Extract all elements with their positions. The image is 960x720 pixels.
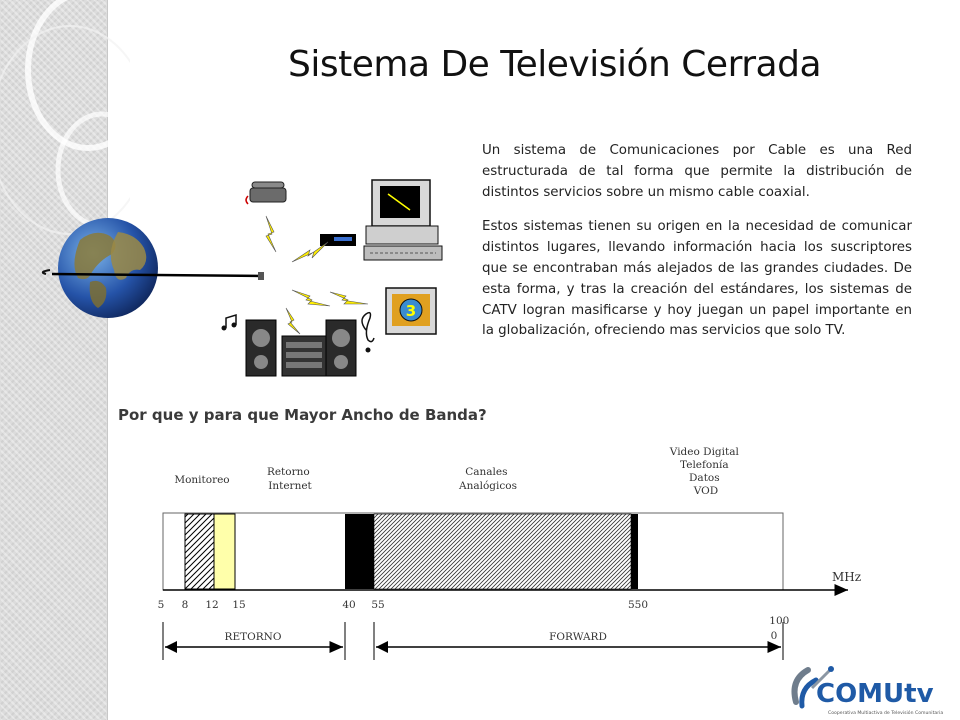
tv-channel-number: 3 (406, 302, 416, 320)
label-retorno-internet: Retorno Internet (267, 466, 313, 492)
comutv-logo: COMUtv Cooperativa Multiactiva de Televi… (791, 666, 943, 716)
label-vod: VOD (693, 485, 718, 497)
retorno-label: RETORNO (225, 631, 282, 643)
tick-label-15: 15 (232, 599, 245, 611)
intro-paragraph-2: Estos sistemas tienen su origen en la ne… (482, 219, 912, 339)
label-monitoreo: Monitoreo (174, 474, 229, 486)
left-decor-strip (0, 0, 107, 720)
set-top-box-icon (320, 234, 356, 246)
tick-label-55: 55 (371, 599, 384, 611)
tick-label-1000-line1: 100 (769, 615, 789, 627)
band-analog-channels (373, 513, 632, 590)
label-internet: Internet (268, 480, 312, 492)
coax-cable (51, 272, 263, 278)
label-datos: Datos (689, 472, 720, 484)
label-video-digital: Video Digital (669, 446, 740, 458)
tick-label-550: 550 (628, 599, 648, 611)
tick-label-1000-line2: 0 (771, 630, 778, 642)
label-analogicos: Analógicos (458, 480, 517, 492)
music-note-icon (221, 313, 237, 331)
treble-clef-icon (361, 311, 375, 353)
globe-icon (41, 218, 158, 318)
label-canales-analogicos: Canales Analógicos (458, 466, 517, 492)
tick-label-40: 40 (342, 599, 355, 611)
lightning-bolts (265, 215, 369, 335)
logo-brand: COMUtv (816, 679, 934, 709)
label-digital-services: Video Digital Telefonía Datos VOD (669, 446, 742, 497)
band-5-8-mhz (184, 513, 215, 590)
intro-paragraph-1: Un sistema de Comunicaciones por Cable e… (482, 143, 912, 200)
tick-label-1000: 100 0 (769, 615, 792, 642)
left-strip-border (107, 0, 108, 720)
cable-connector (258, 272, 264, 280)
band-550-marker (631, 514, 638, 589)
label-canales: Canales (465, 466, 507, 478)
logo-tagline: Cooperativa Multiactiva de Televisión Co… (828, 709, 943, 716)
axis-unit-label: MHz (832, 570, 861, 584)
tick-label-5: 5 (158, 599, 165, 611)
band-12-15-mhz (213, 513, 236, 590)
band-40-55-mhz (345, 514, 374, 589)
satellite-dish-icon (791, 666, 834, 709)
intro-text: Un sistema de Comunicaciones por Cable e… (482, 141, 912, 356)
television-icon: 3 (385, 287, 437, 335)
label-retorno: Retorno (267, 466, 310, 478)
page-title: Sistema De Televisión Cerrada (288, 44, 822, 85)
telephone-icon (245, 181, 287, 205)
stereo-icon (245, 319, 357, 377)
label-telefonia: Telefonía (680, 459, 729, 471)
cable-network-illustration: 3 (41, 179, 443, 377)
computer-icon (363, 179, 443, 261)
tick-label-12: 12 (205, 599, 218, 611)
forward-label: FORWARD (549, 631, 607, 643)
tick-label-8: 8 (182, 599, 189, 611)
bandwidth-question: Por que y para que Mayor Ancho de Banda? (118, 406, 487, 424)
